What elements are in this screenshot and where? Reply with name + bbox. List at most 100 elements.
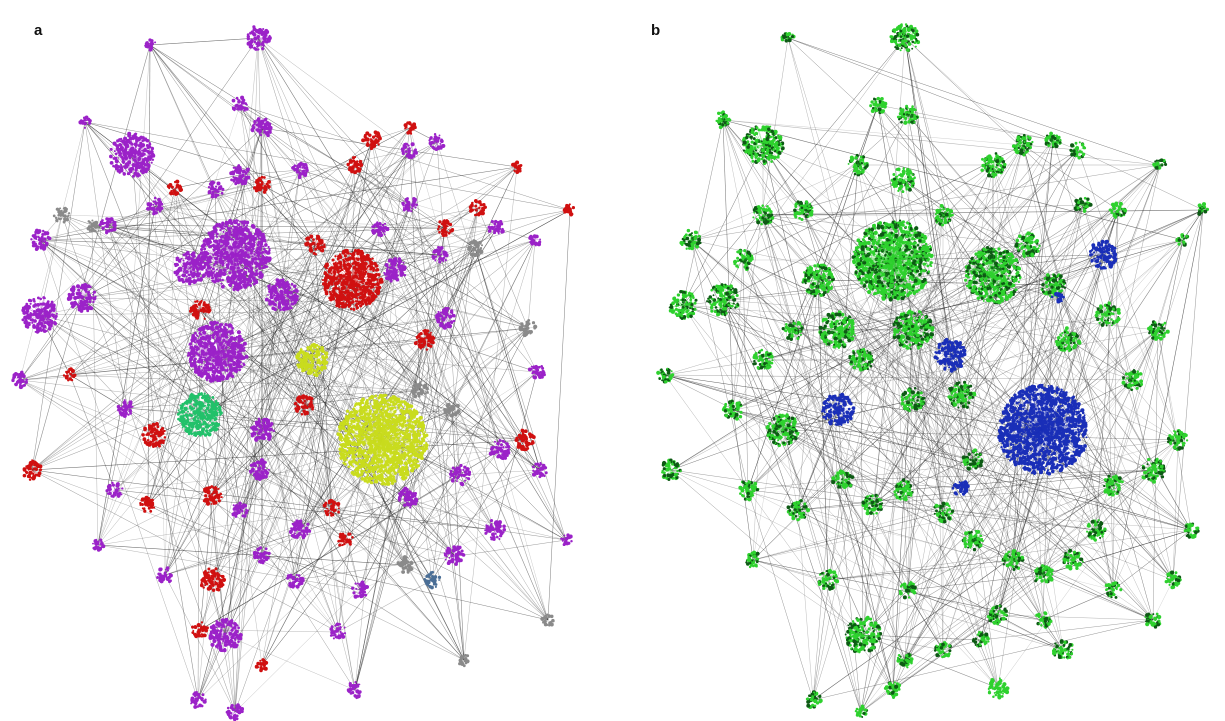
network-node xyxy=(259,258,264,264)
network-edge xyxy=(107,224,241,511)
network-node xyxy=(120,137,123,140)
network-edge xyxy=(273,301,306,406)
network-node xyxy=(232,228,236,232)
network-node xyxy=(340,286,343,289)
network-node xyxy=(477,213,481,217)
network-node xyxy=(30,238,33,241)
network-node xyxy=(367,273,372,277)
network-edge xyxy=(39,314,201,416)
network-node xyxy=(80,120,86,125)
network-node xyxy=(263,32,268,38)
network-edge xyxy=(149,44,316,246)
network-node xyxy=(22,310,27,315)
network-node xyxy=(217,186,222,191)
network-node xyxy=(203,317,206,320)
network-edge xyxy=(261,554,549,621)
network-node xyxy=(219,373,223,376)
network-node xyxy=(271,285,276,290)
network-node xyxy=(222,344,226,347)
network-edge xyxy=(19,205,156,381)
network-node xyxy=(66,297,71,301)
network-edge xyxy=(107,224,306,406)
network-node xyxy=(247,275,251,278)
network-node xyxy=(84,306,89,310)
network-node xyxy=(203,367,206,370)
network-node xyxy=(262,245,265,248)
network-node xyxy=(335,281,339,285)
network-node xyxy=(254,229,260,234)
network-node xyxy=(356,285,359,288)
network-node xyxy=(199,258,204,263)
network-node xyxy=(514,162,518,166)
network-edge xyxy=(107,224,501,451)
network-node xyxy=(404,150,408,153)
network-node xyxy=(87,225,92,229)
network-edge xyxy=(285,317,501,451)
network-node xyxy=(232,238,235,241)
network-node xyxy=(132,174,135,178)
network-node xyxy=(356,251,361,256)
network-edge xyxy=(84,121,541,471)
network-node xyxy=(449,223,452,226)
network-node xyxy=(214,225,217,228)
network-node xyxy=(42,324,47,329)
network-edge xyxy=(147,169,301,506)
network-node xyxy=(343,265,348,270)
network-node xyxy=(259,233,262,236)
network-edge xyxy=(444,227,501,451)
network-node xyxy=(220,364,224,368)
network-node xyxy=(144,44,149,49)
network-node xyxy=(128,169,133,174)
network-node xyxy=(54,216,58,220)
network-edge xyxy=(354,164,441,256)
network-node xyxy=(311,241,316,245)
network-node xyxy=(304,242,308,246)
network-node xyxy=(203,247,207,251)
network-node xyxy=(438,230,441,234)
network-node xyxy=(125,144,130,149)
network-node xyxy=(359,162,364,167)
network-node xyxy=(148,143,152,146)
network-node xyxy=(206,373,211,378)
network-node xyxy=(26,325,30,329)
network-node xyxy=(237,164,241,167)
network-node xyxy=(189,354,192,357)
network-node xyxy=(246,33,250,36)
network-node xyxy=(231,326,234,330)
network-node xyxy=(234,345,237,348)
network-edge xyxy=(261,269,396,666)
network-node xyxy=(73,300,77,304)
network-edge xyxy=(147,166,518,506)
network-node xyxy=(112,164,115,168)
network-node xyxy=(290,282,294,286)
network-edge xyxy=(69,309,201,376)
network-edge xyxy=(69,174,241,376)
network-edge xyxy=(211,579,236,713)
network-edge xyxy=(351,279,496,531)
network-node xyxy=(68,294,73,299)
network-edge xyxy=(404,227,446,566)
network-node xyxy=(192,259,197,264)
network-node xyxy=(349,252,352,255)
network-node xyxy=(354,300,358,303)
network-edge xyxy=(407,497,455,556)
network-node xyxy=(48,327,51,330)
network-node xyxy=(178,188,181,192)
network-node xyxy=(117,165,120,168)
network-edge xyxy=(234,207,479,256)
network-node xyxy=(367,256,370,260)
network-node xyxy=(203,308,206,311)
network-node xyxy=(362,297,365,299)
network-edge xyxy=(114,309,201,491)
network-node xyxy=(214,260,218,265)
network-node xyxy=(261,254,265,258)
network-edge xyxy=(39,239,201,311)
network-edge xyxy=(211,317,446,581)
network-node xyxy=(407,203,410,207)
network-node xyxy=(539,238,542,241)
network-node xyxy=(246,281,249,285)
network-node xyxy=(268,287,271,291)
network-edge xyxy=(261,184,529,329)
network-node xyxy=(241,237,245,240)
network-node xyxy=(43,240,47,243)
